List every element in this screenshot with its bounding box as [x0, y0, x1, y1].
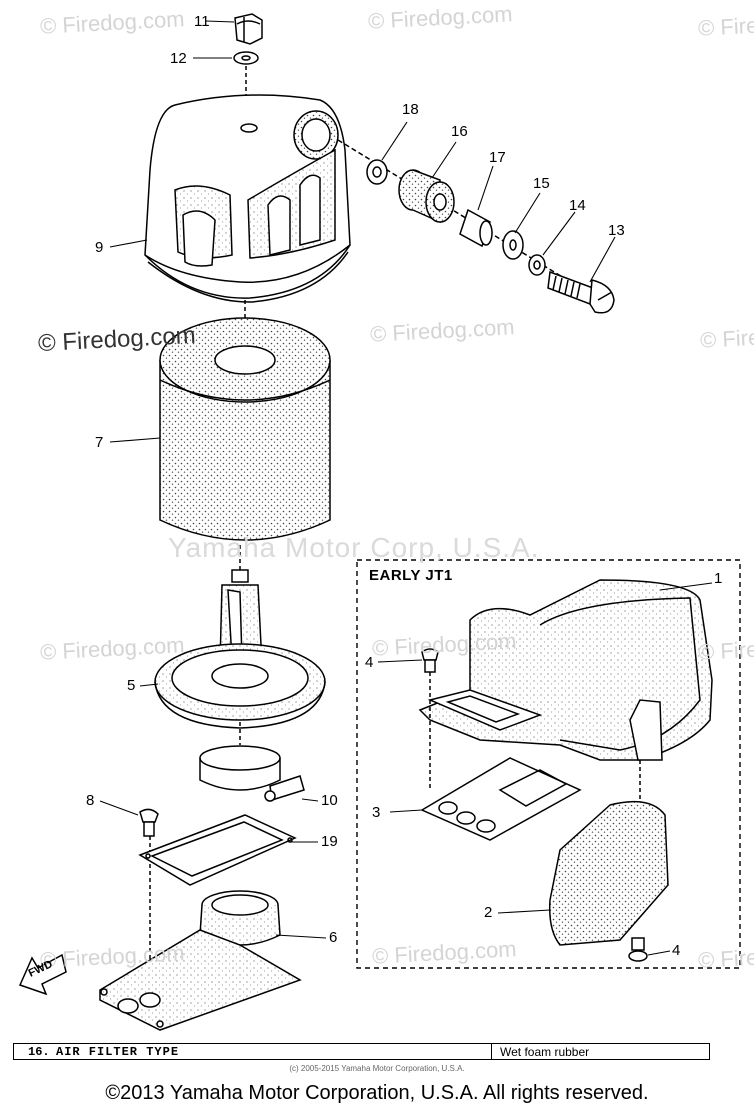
- element-holder-part: [154, 569, 326, 729]
- yamaha-watermark: Yamaha Motor Corp, U.S.A.: [168, 532, 540, 563]
- callout-3: 3: [372, 804, 381, 821]
- fwd-arrow-icon: [18, 953, 67, 996]
- early-filter-element-part: [548, 800, 669, 946]
- callout-17: 17: [489, 149, 506, 166]
- callout-9: 9: [95, 239, 104, 256]
- callout-14: 14: [569, 197, 586, 214]
- air-intake-joint-part: [99, 890, 302, 1031]
- callout-18: 18: [402, 101, 419, 118]
- spec-value: Wet foam rubber: [491, 1044, 589, 1059]
- early-jt1-inset-box: [356, 559, 741, 969]
- gasket-part: [138, 814, 297, 886]
- callout-5: 5: [127, 677, 136, 694]
- callout-7: 7: [95, 434, 104, 451]
- cap-nut-part: [234, 13, 263, 45]
- callout-6: 6: [329, 929, 338, 946]
- callout-11: 11: [194, 13, 210, 30]
- foam-element-part: [159, 317, 331, 541]
- small-copyright-note: (c) 2005-2015 Yamaha Motor Corporation, …: [289, 1064, 465, 1073]
- early-gasket-part: [420, 757, 582, 841]
- callout-4: 4: [672, 942, 681, 959]
- callout-15: 15: [533, 175, 550, 192]
- callout-4: 4: [365, 654, 374, 671]
- spec-label: AIR FILTER TYPE: [56, 1044, 180, 1059]
- collar-part: [459, 208, 493, 248]
- callout-13: 13: [608, 222, 625, 239]
- footer-copyright: ©2013 Yamaha Motor Corporation, U.S.A. A…: [105, 1082, 649, 1104]
- grommet-part: [398, 169, 455, 224]
- callout-10: 10: [321, 792, 338, 809]
- bolt-part: [547, 270, 615, 314]
- callout-16: 16: [451, 123, 468, 140]
- callout-2: 2: [484, 904, 493, 921]
- callout-8: 8: [86, 792, 95, 809]
- callout-19: 19: [321, 833, 338, 850]
- spec-number: 16.: [28, 1044, 50, 1059]
- callout-12: 12: [170, 50, 187, 67]
- inset-title: EARLY JT1: [369, 567, 453, 584]
- hose-clamp-part: [199, 745, 305, 802]
- spec-bar: 16. AIR FILTER TYPE Wet foam rubber: [13, 1043, 710, 1060]
- filter-cover-part: [144, 94, 351, 303]
- callout-1: 1: [714, 570, 723, 587]
- early-air-cleaner-case-part: [418, 579, 713, 761]
